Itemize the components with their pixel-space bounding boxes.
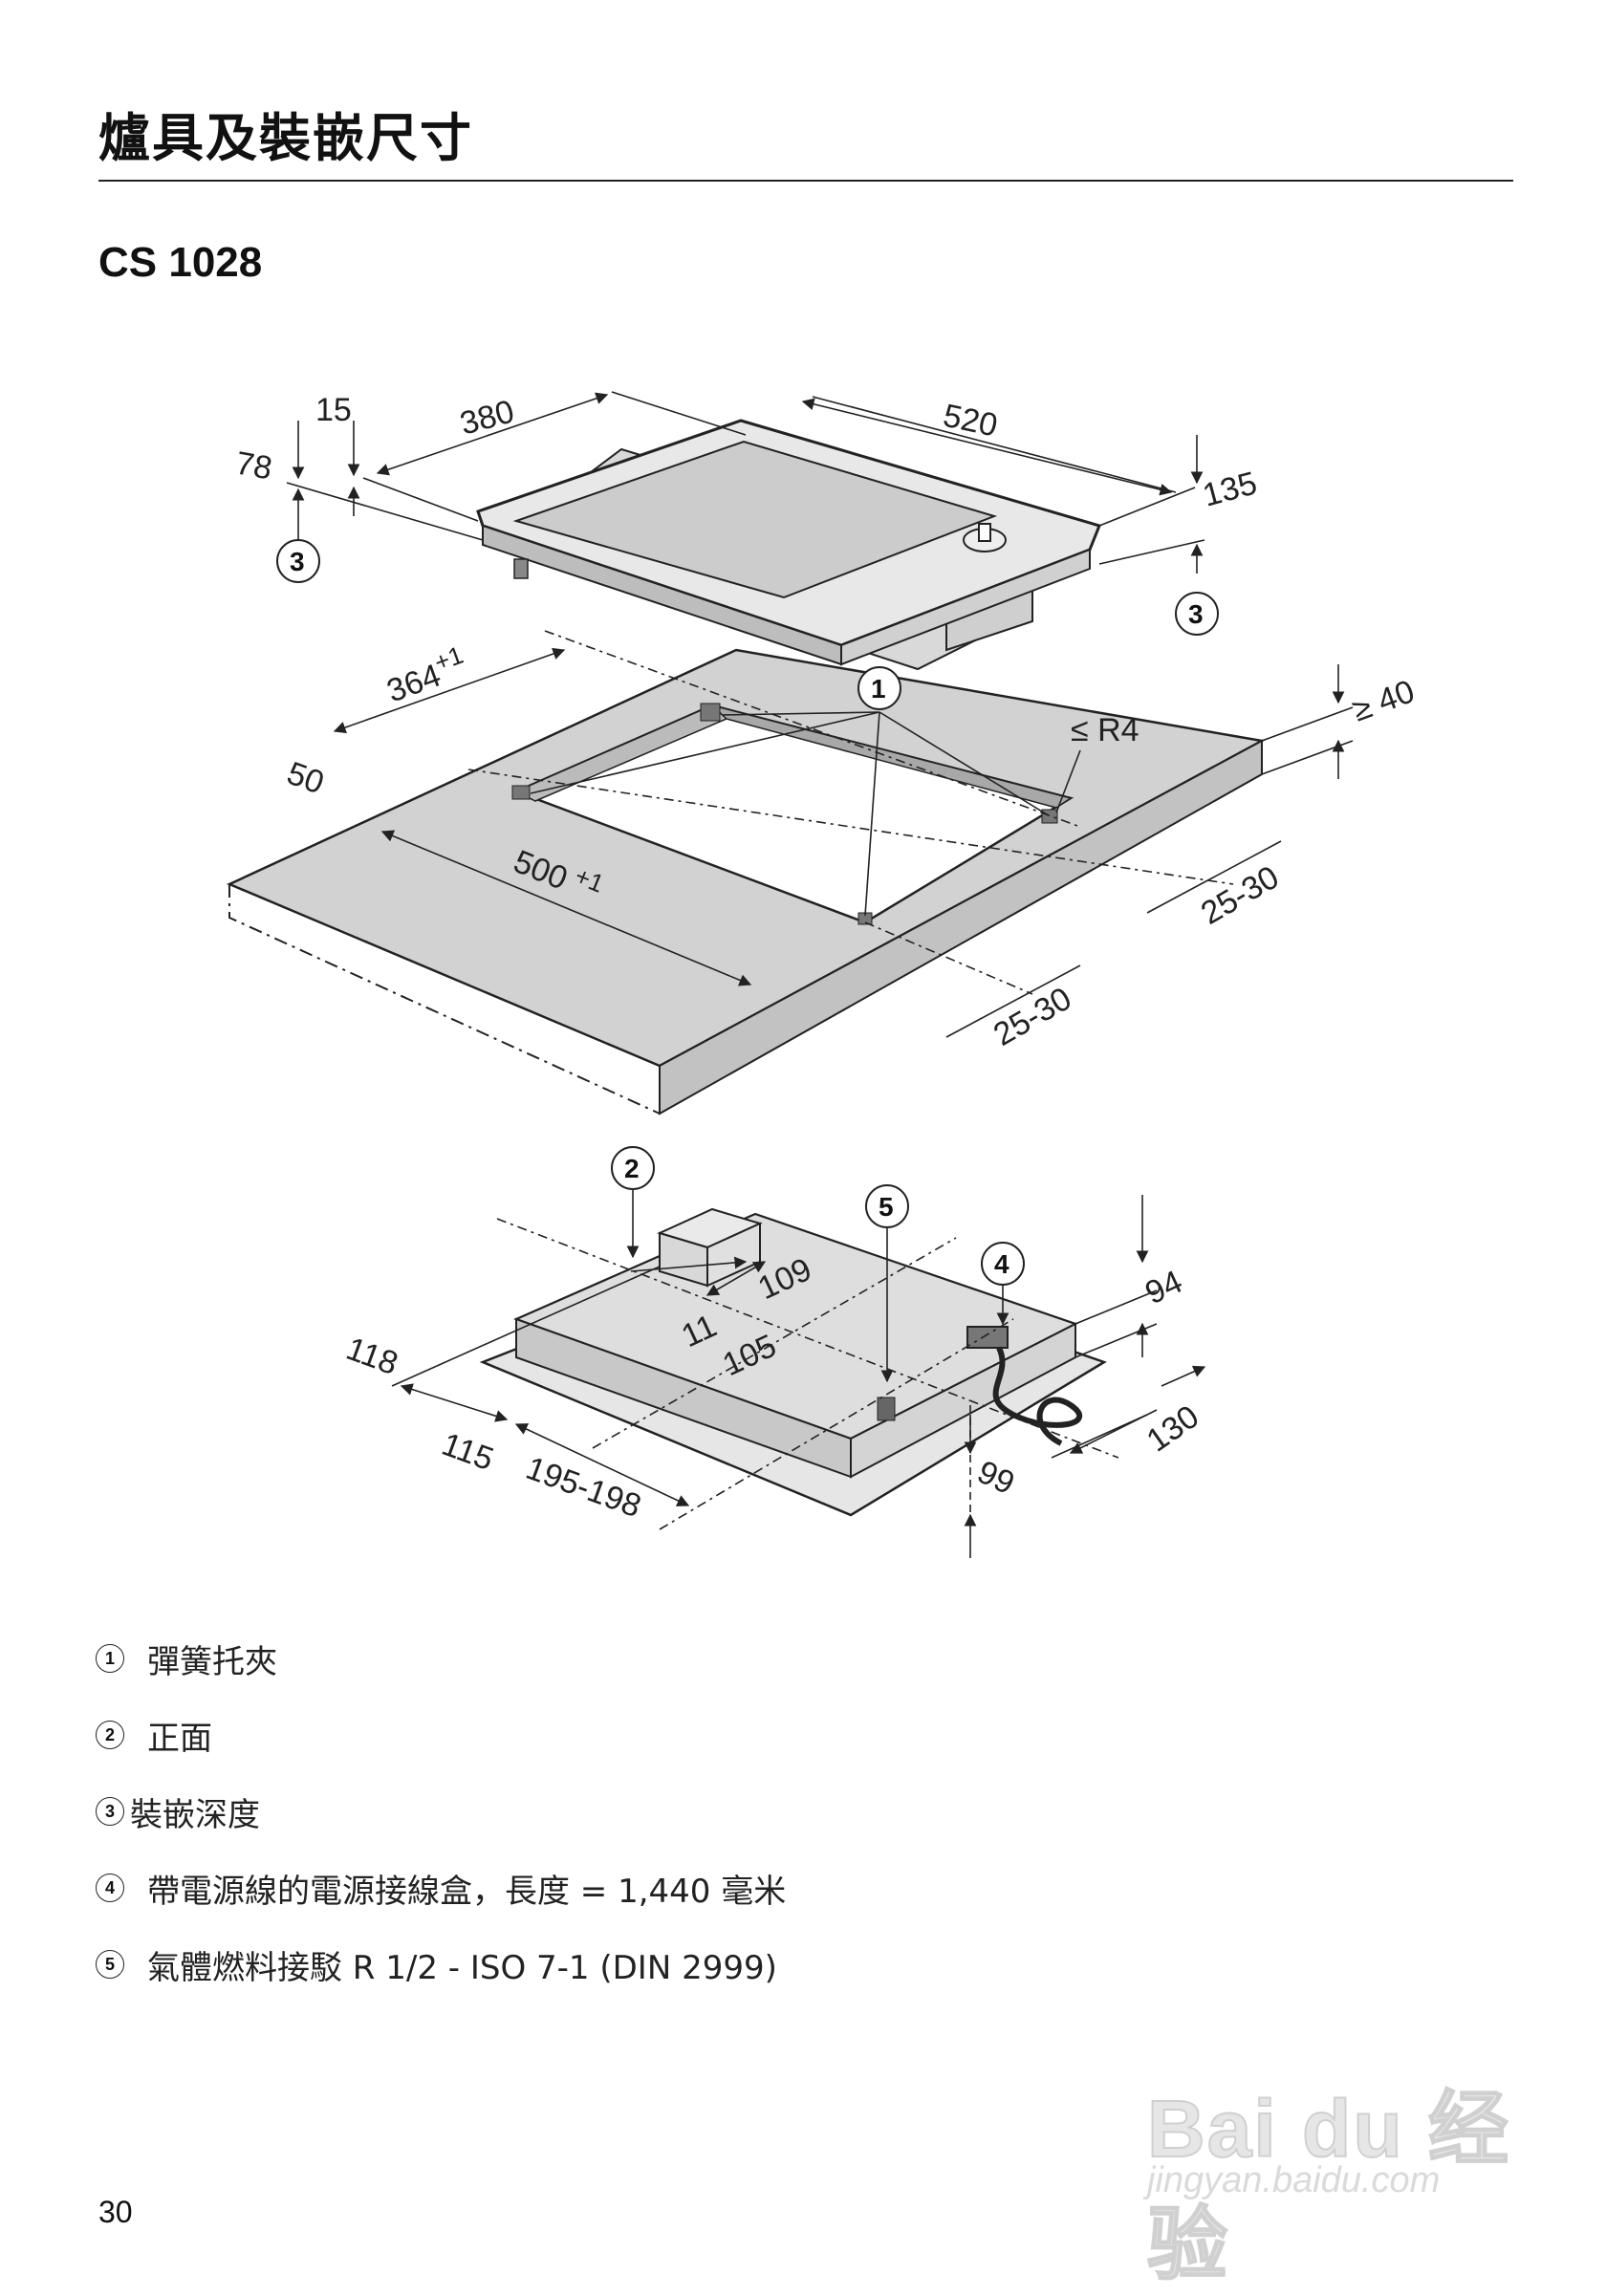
callout-2: 2 [611, 1146, 655, 1190]
svg-text:3: 3 [290, 547, 305, 576]
legend-item: 3 裝嵌深度 [96, 1792, 786, 1834]
dim-195-198: 195-198 [521, 1450, 645, 1525]
svg-text:4: 4 [994, 1249, 1009, 1279]
legend-number: 4 [96, 1874, 124, 1902]
dim-50: 50 [282, 755, 329, 802]
legend-item: 5 氣體燃料接駁 R 1/2 - ISO 7-1 (DIN 2999) [96, 1945, 786, 1987]
callout-3-left: 3 [276, 539, 320, 583]
dim-135: 135 [1199, 465, 1261, 513]
dim-15: 15 [315, 392, 352, 428]
svg-text:3: 3 [1188, 599, 1204, 629]
legend-item: 1 彈簧托夾 [96, 1639, 786, 1681]
top-dimension-lines [286, 391, 1205, 574]
legend-text: 彈簧托夾 [147, 1642, 277, 1681]
dim-130: 130 [1140, 1398, 1205, 1460]
hob-appliance-figure [476, 419, 1102, 671]
callout-4: 4 [981, 1242, 1025, 1286]
underside-figure [479, 1207, 1107, 1517]
dim-r4: ≤ R4 [1071, 712, 1139, 748]
dim-99: 99 [972, 1454, 1020, 1502]
dim-115: 115 [437, 1426, 498, 1478]
legend-number: 2 [96, 1721, 124, 1749]
underside-dimension-lines [391, 1190, 1206, 1558]
baidu-watermark: Bai du 经验 jingyan.baidu.com [1128, 2026, 1530, 2290]
dim-40: ≥ 40 [1348, 673, 1420, 728]
legend-number: 5 [96, 1950, 124, 1979]
legend-text: 帶電源線的電源接線盒，長度 = 1,440 毫米 [147, 1872, 787, 1911]
page-title: 爐具及裝嵌尺寸 [98, 108, 473, 168]
legend-item: 4 帶電源線的電源接線盒，長度 = 1,440 毫米 [96, 1869, 786, 1911]
dim-118: 118 [341, 1331, 402, 1382]
legend-number: 3 [96, 1797, 124, 1826]
dim-94: 94 [1139, 1264, 1187, 1311]
svg-text:1: 1 [871, 674, 886, 704]
legend-number: 1 [96, 1644, 124, 1673]
svg-text:2: 2 [624, 1154, 640, 1183]
title-divider [98, 180, 1513, 182]
installation-drawing: 15 78 380 520 135 3 3 [226, 391, 1420, 1558]
svg-text:5: 5 [879, 1192, 894, 1222]
model-heading: CS 1028 [98, 239, 263, 286]
watermark-url: jingyan.baidu.com [1147, 2160, 1441, 2200]
cutout-dimension-lines [333, 630, 1354, 1038]
callout-1: 1 [857, 666, 901, 710]
page-number: 30 [98, 2195, 133, 2229]
legend-text: 裝嵌深度 [130, 1795, 260, 1834]
legend-text: 氣體燃料接駁 R 1/2 - ISO 7-1 (DIN 2999) [147, 1948, 777, 1987]
dim-380: 380 [456, 393, 518, 442]
legend-item: 2 正面 [96, 1716, 786, 1758]
callout-3-right: 3 [1175, 592, 1219, 636]
dim-25-30-right: 25-30 [1195, 859, 1285, 932]
legend-text: 正面 [147, 1719, 212, 1758]
dim-78: 78 [233, 444, 275, 487]
callout-5: 5 [865, 1184, 909, 1228]
legend: 1 彈簧托夾 2 正面 3 裝嵌深度 4 帶電源線的電源接線盒，長度 = 1,4… [96, 1639, 786, 2022]
